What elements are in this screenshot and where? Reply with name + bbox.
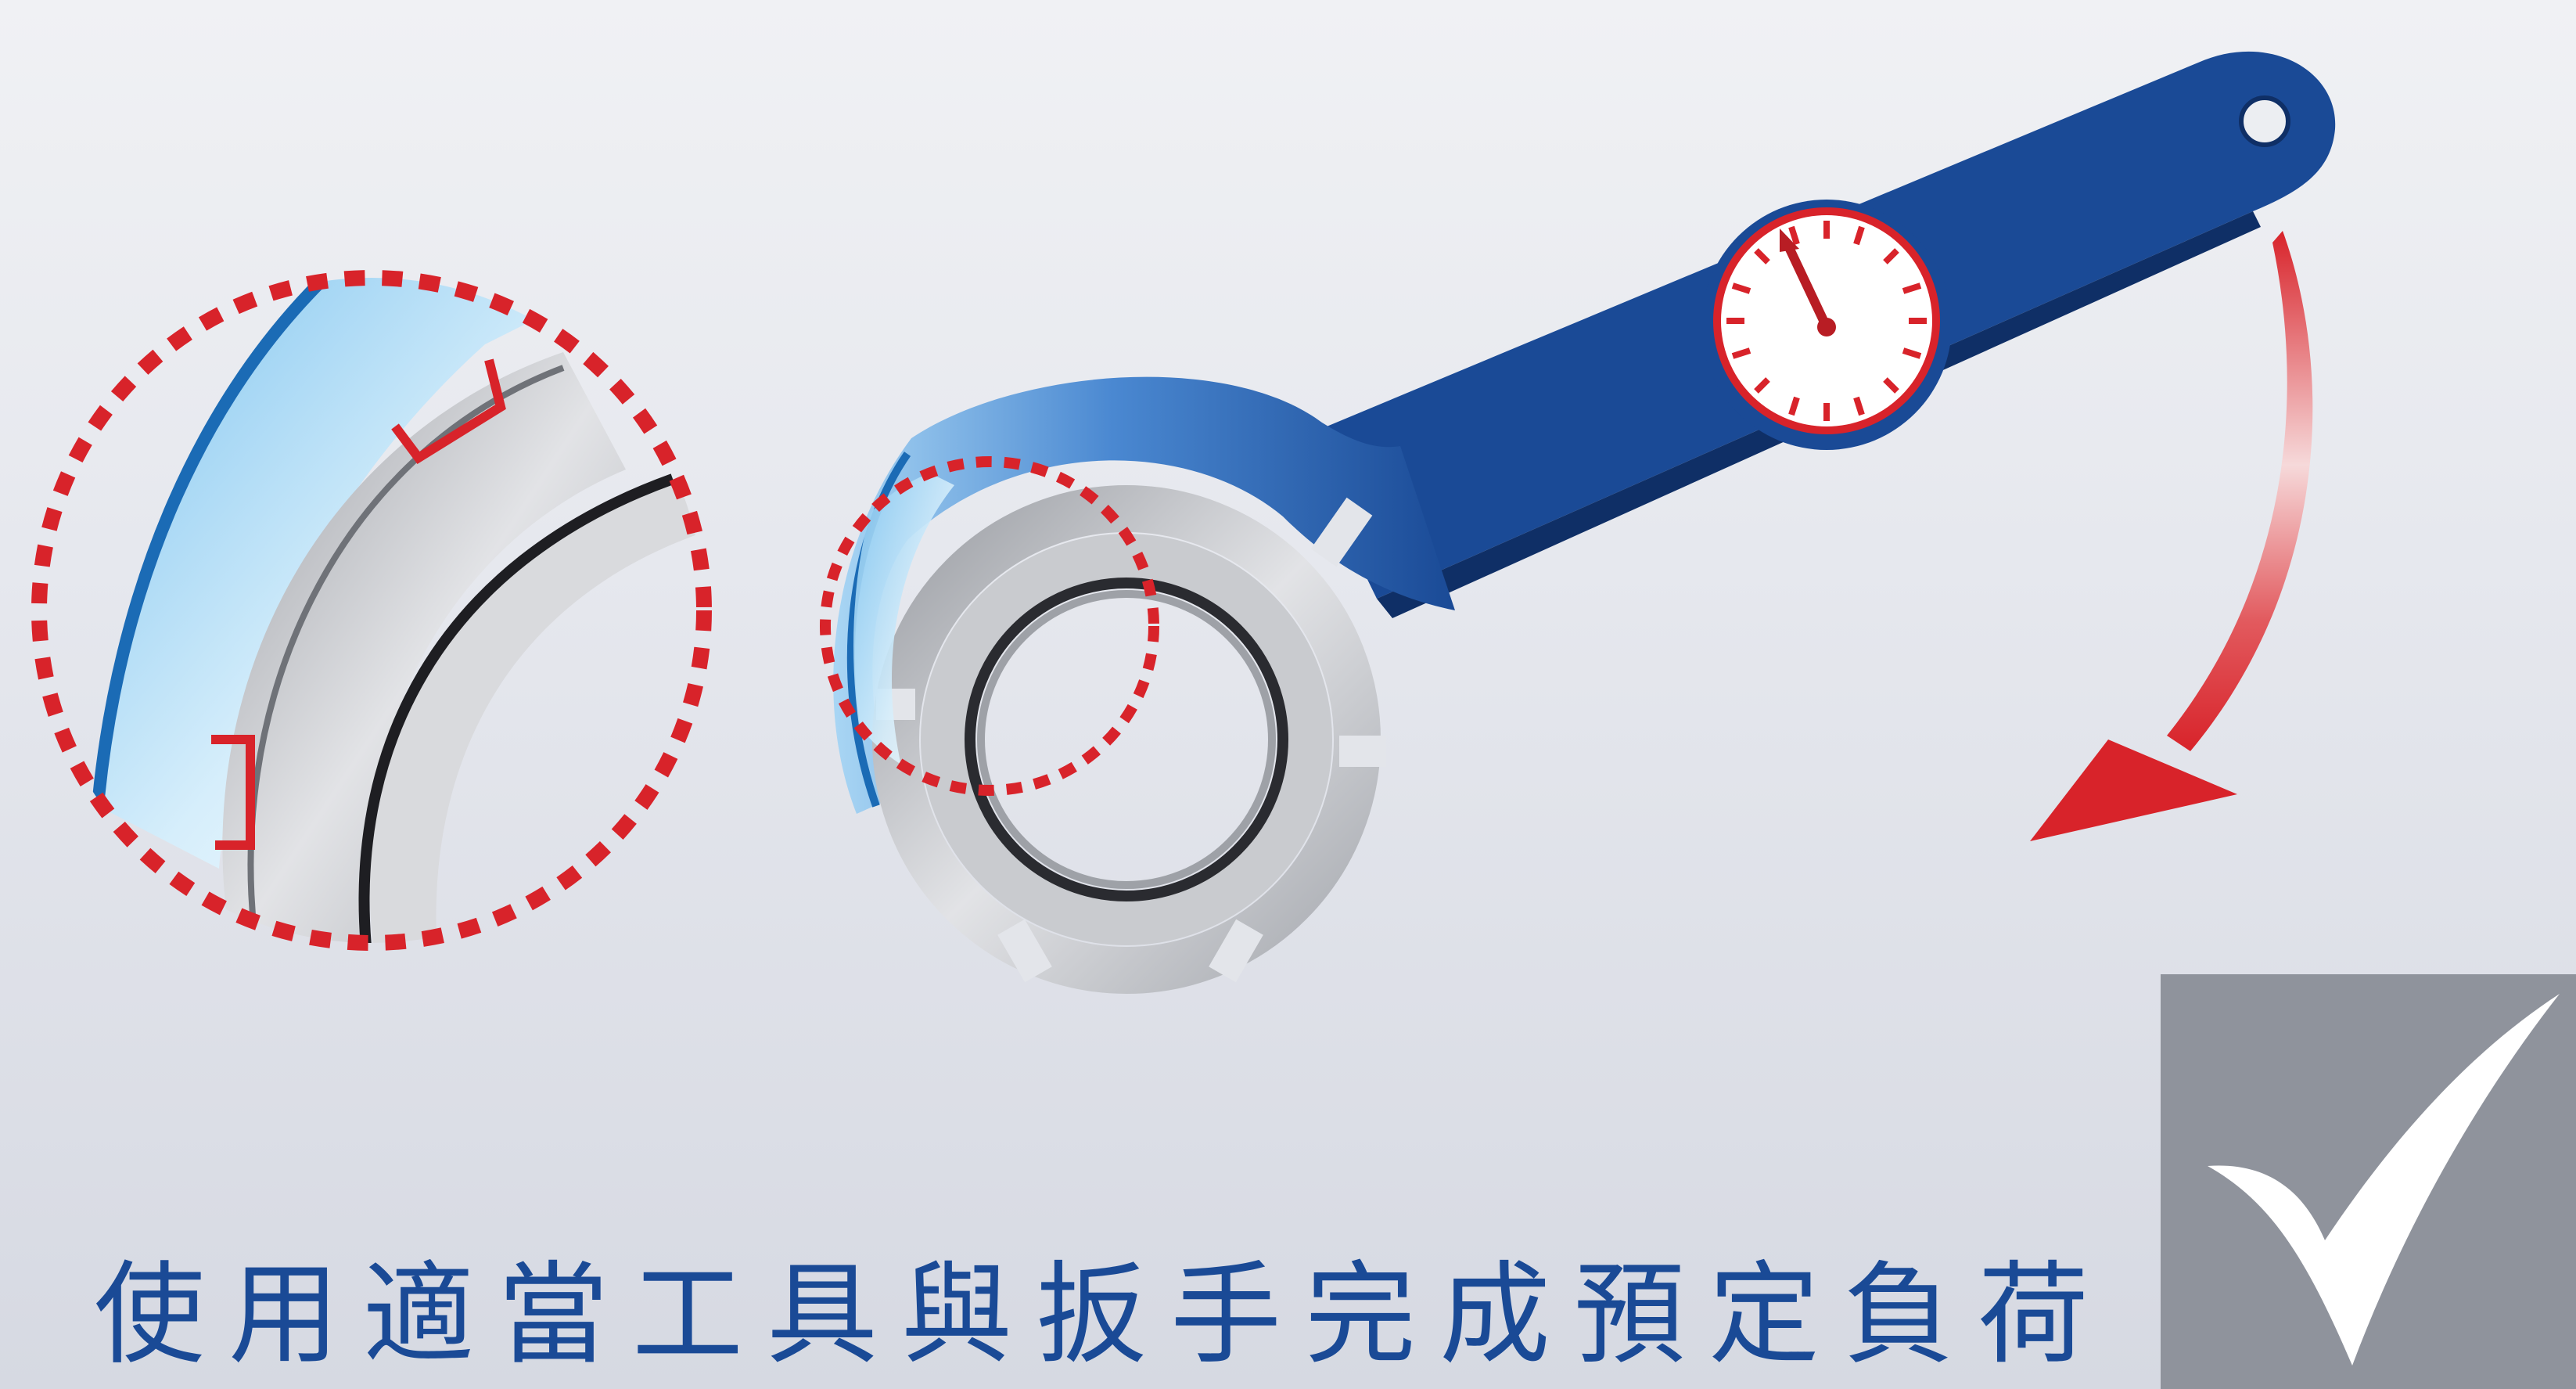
slot-upper-marker [391, 358, 506, 464]
nut-slot [1310, 497, 1373, 567]
slot-lower-marker [211, 735, 255, 850]
gauge-needle [1783, 239, 1831, 332]
zoom-circle [31, 270, 712, 951]
hang-hole [2239, 95, 2290, 147]
nut-bore [369, 477, 704, 943]
nut-slot [1209, 919, 1263, 983]
detail-callout-circle [820, 456, 1159, 796]
wrench-hook [833, 376, 1455, 814]
torque-gauge-icon [1701, 200, 1952, 450]
wrench-tip-edge [92, 278, 325, 807]
wrench-assembly [820, 51, 2336, 994]
slotted-nut [872, 485, 1386, 994]
magnified-detail [31, 270, 712, 951]
nut-slot [1339, 736, 1386, 767]
rotation-arrow-icon [2030, 231, 2313, 841]
nut-slot [997, 919, 1052, 983]
caption-text: 使用適當工具與扳手完成預定負荷 [94, 1250, 2112, 1380]
checkmark-icon [2161, 974, 2576, 1389]
nut-arc-outer [222, 352, 626, 943]
